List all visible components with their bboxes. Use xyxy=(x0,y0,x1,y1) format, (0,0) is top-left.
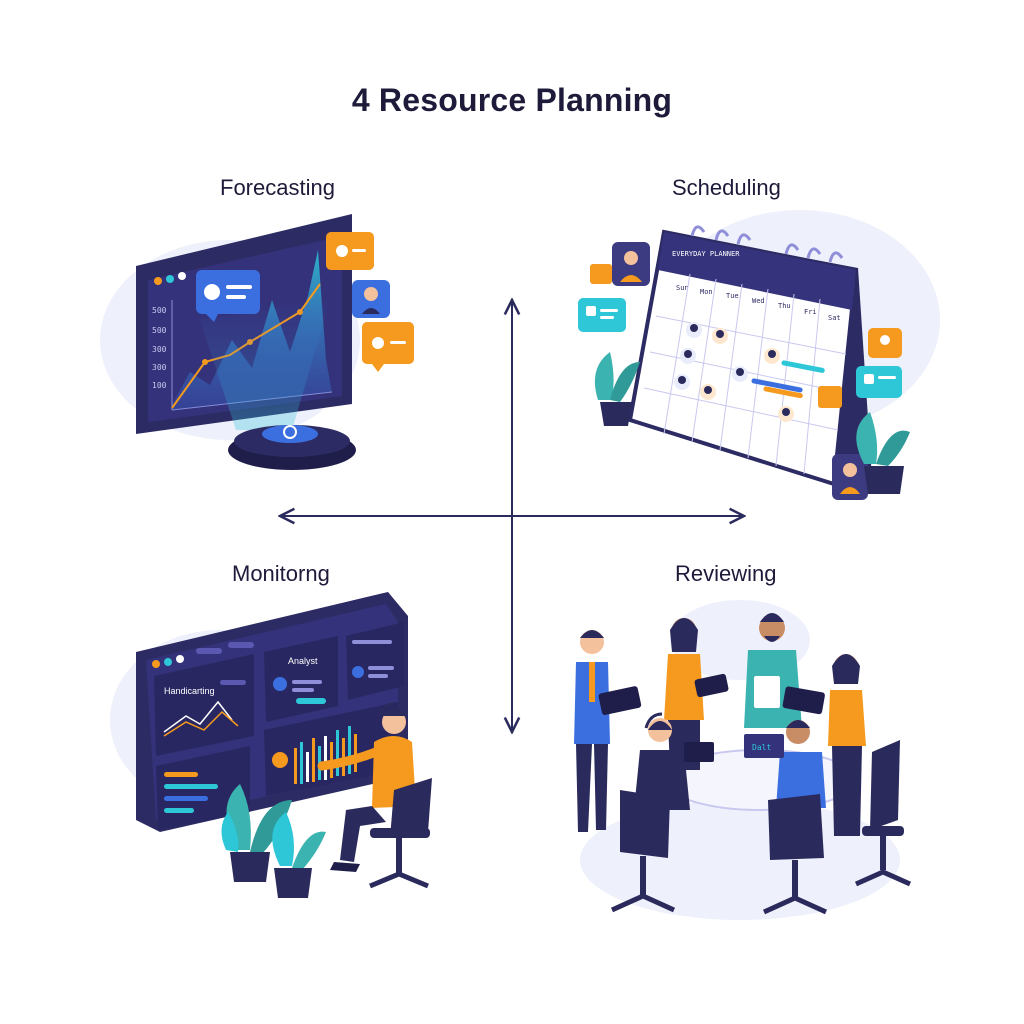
plant-icon xyxy=(221,784,292,882)
chair xyxy=(369,778,432,889)
monitor-side-title: Analyst xyxy=(288,656,318,666)
avatar-icon xyxy=(680,348,696,364)
forecast-axis-tick: 500 xyxy=(152,326,167,335)
quadrant-label-scheduling: Scheduling xyxy=(672,175,781,200)
plant-icon xyxy=(856,412,910,494)
avatar-icon xyxy=(352,666,364,678)
calendar-day: Thu xyxy=(778,302,791,310)
calendar-day: Sun xyxy=(676,284,689,292)
schedule-bar xyxy=(751,378,803,393)
calendar-day: Wed xyxy=(752,297,765,305)
calendar-day: Mon xyxy=(700,288,713,296)
chair xyxy=(610,790,676,913)
avatar-icon xyxy=(273,677,287,691)
chat-bubble-icon xyxy=(818,386,842,408)
person-seated: Dalt xyxy=(744,720,826,808)
chair xyxy=(854,740,912,887)
avatar-icon xyxy=(686,322,702,338)
chair xyxy=(762,794,828,915)
schedule-bar xyxy=(781,360,825,373)
avatar-icon xyxy=(764,348,780,364)
avatar-icon xyxy=(272,752,288,768)
calendar-avatars xyxy=(674,322,794,422)
quadrant-label-monitoring: Monitorng xyxy=(232,561,330,586)
chat-bubble-icon xyxy=(590,264,612,284)
laptop-screen-text: Dalt xyxy=(752,743,771,752)
forecast-axis-tick: 300 xyxy=(152,363,167,372)
person-standing xyxy=(574,630,642,832)
page-title: 4 Resource Planning xyxy=(351,82,673,118)
calendar-day: Fri xyxy=(804,308,817,316)
avatar-icon xyxy=(732,366,748,382)
forecast-axis-tick: 300 xyxy=(152,345,167,354)
chat-bubble-icon xyxy=(196,270,260,314)
avatar-icon xyxy=(712,328,728,344)
plant-icon xyxy=(272,812,326,898)
laptop xyxy=(684,742,714,762)
monitoring-illustration: Handicarting Analyst xyxy=(110,592,432,898)
calendar-day: Sat xyxy=(828,314,841,322)
avatar-icon xyxy=(674,374,690,390)
avatar-icon xyxy=(778,406,794,422)
quadrant-label-forecasting: Forecasting xyxy=(220,175,335,200)
chat-bubble-icon xyxy=(362,322,414,364)
center-axes xyxy=(280,300,744,732)
forecast-axis-tick: 500 xyxy=(152,306,167,315)
calendar-header: EVERYDAY PLANNER xyxy=(672,250,740,258)
plant-icon xyxy=(594,352,640,426)
reviewing-illustration: Dalt xyxy=(574,600,912,920)
chat-bubble-icon xyxy=(856,366,902,398)
person-standing xyxy=(828,654,866,836)
chat-bubble-icon xyxy=(578,298,626,332)
person-standing xyxy=(744,613,825,728)
chat-bubble-icon xyxy=(326,232,374,270)
monitor-panel-title: Handicarting xyxy=(164,686,215,696)
schedule-bar xyxy=(763,386,803,399)
scheduling-illustration: EVERYDAY PLANNER Sun Mon Tue Wed Thu Fri… xyxy=(578,210,940,500)
forecasting-illustration: 500 500 300 300 100 xyxy=(100,214,414,470)
calendar-day: Tue xyxy=(726,292,739,300)
forecast-axis-tick: 100 xyxy=(152,381,167,390)
laptop xyxy=(744,734,784,758)
avatar-icon xyxy=(700,384,716,400)
quadrant-label-reviewing: Reviewing xyxy=(675,561,777,586)
